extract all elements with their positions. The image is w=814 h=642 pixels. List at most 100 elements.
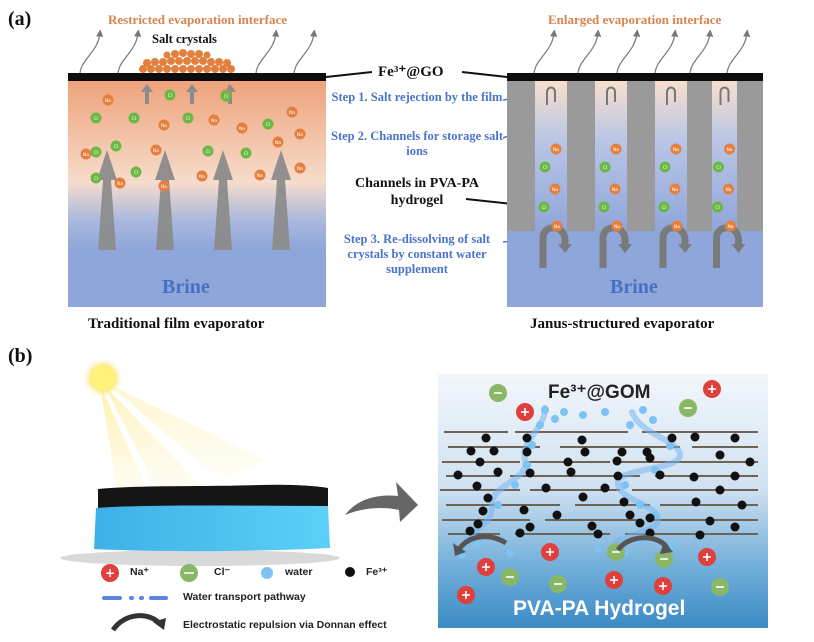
na-ion [703,380,721,398]
na-ion: Na [150,144,162,156]
fe-ion [566,467,576,477]
fe-ion [691,497,701,507]
na-ion: Na [725,220,736,232]
na-ion [698,548,716,566]
film-label: Fe³⁺@GO [378,64,444,80]
legend-cl-label: Cl⁻ [214,566,231,578]
water-molecule [668,541,676,549]
fe-ion [600,483,610,493]
fe-ion [563,457,573,467]
svg-text:Cl: Cl [168,93,172,99]
gray-column [567,81,595,231]
sun-rays [100,384,265,495]
fe-ion [580,447,590,457]
svg-text:Na: Na [672,187,678,193]
fe-ion [593,529,603,539]
right-film [507,73,763,81]
na-ion: Na [670,143,682,155]
svg-text:Cl: Cl [94,176,98,182]
solar-illustration [60,358,418,566]
na-ion: Na [254,169,266,181]
svg-text:Cl: Cl [94,150,98,156]
legend-fe-icon [345,567,355,577]
fe-ion [483,493,493,503]
cl-ion: Cl [110,140,122,152]
svg-text:Cl: Cl [134,170,138,176]
water-molecule [636,501,644,509]
vapor-arrow-icon [726,29,751,74]
na-ion [477,558,495,576]
step3-text: Step 3. Re-dissolving of salt crystals b… [343,232,491,276]
na-ion: Na [80,148,92,160]
na-ion: Na [611,220,623,232]
left-brine-label: Brine [162,276,210,298]
fe-ion [715,485,725,495]
legend-na-label: Na⁺ [130,566,149,578]
svg-text:Na: Na [105,98,111,104]
legend-repulsion-label: Electrostatic repulsion via Donnan effec… [183,619,387,631]
fe-ion [730,522,740,532]
gray-column [627,81,655,231]
na-ion: Na [294,162,306,174]
legend-symbols: + [101,564,355,632]
fe-ion [522,433,532,443]
svg-text:Na: Na [161,184,167,190]
hydrogel-label: PVA-PA Hydrogel [513,597,686,620]
legend-fe-label: Fe³⁺ [366,566,388,578]
na-ion [516,403,534,421]
na-ion: Na [158,180,170,192]
svg-text:Na: Na [554,224,560,230]
fe-ion [453,470,463,480]
cl-ion [711,578,729,596]
water-path-1 [469,405,548,543]
gom-layer [98,484,328,510]
cl-ion: Cl [240,147,252,159]
fe-ion [525,468,535,478]
arrowhead [558,244,572,253]
fe-ion [619,497,629,507]
water-molecule [511,481,519,489]
fe-ion [613,471,623,481]
na-ion: Na [550,143,562,155]
cl-ion: Cl [712,201,723,213]
svg-text:Na: Na [613,147,619,153]
svg-text:Na: Na [275,140,281,146]
svg-text:Na: Na [199,174,205,180]
rejection-hook-icon [546,86,556,105]
fe-ion [705,516,715,526]
water-molecule [474,541,482,549]
svg-text:Cl: Cl [715,205,719,211]
svg-text:Na: Na [674,224,680,230]
fe-ion [465,526,475,536]
arrowhead [731,244,746,253]
right-caption: Janus-structured evaporator [530,316,715,332]
water-molecule [626,421,634,429]
legend-pathway-label: Water transport pathway [183,591,306,603]
svg-text:Cl: Cl [244,151,248,157]
cl-ion: Cl [202,145,214,157]
fe-ion [617,447,627,457]
svg-text:Na: Na [83,152,89,158]
cl-ion: Cl [220,90,232,102]
cl-ion: Cl [90,112,102,124]
na-ion: Na [724,143,735,155]
hydrogel-columns [507,81,763,268]
water-molecule [594,545,602,553]
vapor-arrow-icon [577,29,602,74]
na-ion: Na [669,183,681,195]
fe-ion [587,521,597,531]
fe-ion [695,530,705,540]
svg-text:Na: Na [153,148,159,154]
membrane-label: Fe³⁺@GOM [548,382,651,403]
legend-water-icon [261,567,273,579]
fe-ion [541,483,551,493]
fe-ion [466,446,476,456]
cl-ion: Cl [182,112,194,124]
rejection-hook-icon [719,86,730,105]
svg-text:Na: Na [289,110,295,116]
water-molecule [666,442,674,450]
